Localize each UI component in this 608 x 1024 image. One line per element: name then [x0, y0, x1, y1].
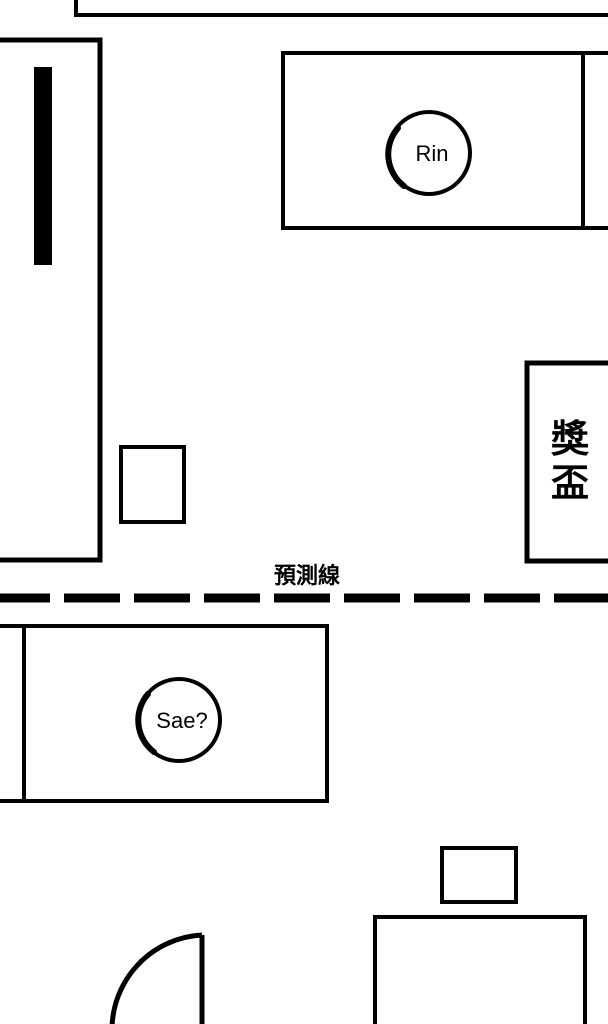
person-sae: Sae?: [135, 677, 222, 763]
person-rin: Rin: [385, 110, 472, 196]
desk-bottom-right: [373, 915, 587, 1024]
label-prediction-line: 預測線: [274, 563, 340, 589]
label-trophy-char-1: 獎: [551, 417, 590, 461]
label-sae: Sae?: [156, 708, 207, 733]
top-furniture: [74, 0, 608, 17]
label-rin: Rin: [415, 141, 448, 166]
trophy-cabinet: [524, 360, 608, 564]
label-trophy-char-2: 盃: [551, 461, 589, 505]
small-box-bottom: [440, 846, 518, 904]
small-box-left: [119, 445, 186, 524]
left-cabinet-handle: [34, 67, 52, 265]
door-swing: [88, 932, 205, 1024]
trophy-label-group: 獎 盃: [551, 417, 590, 505]
